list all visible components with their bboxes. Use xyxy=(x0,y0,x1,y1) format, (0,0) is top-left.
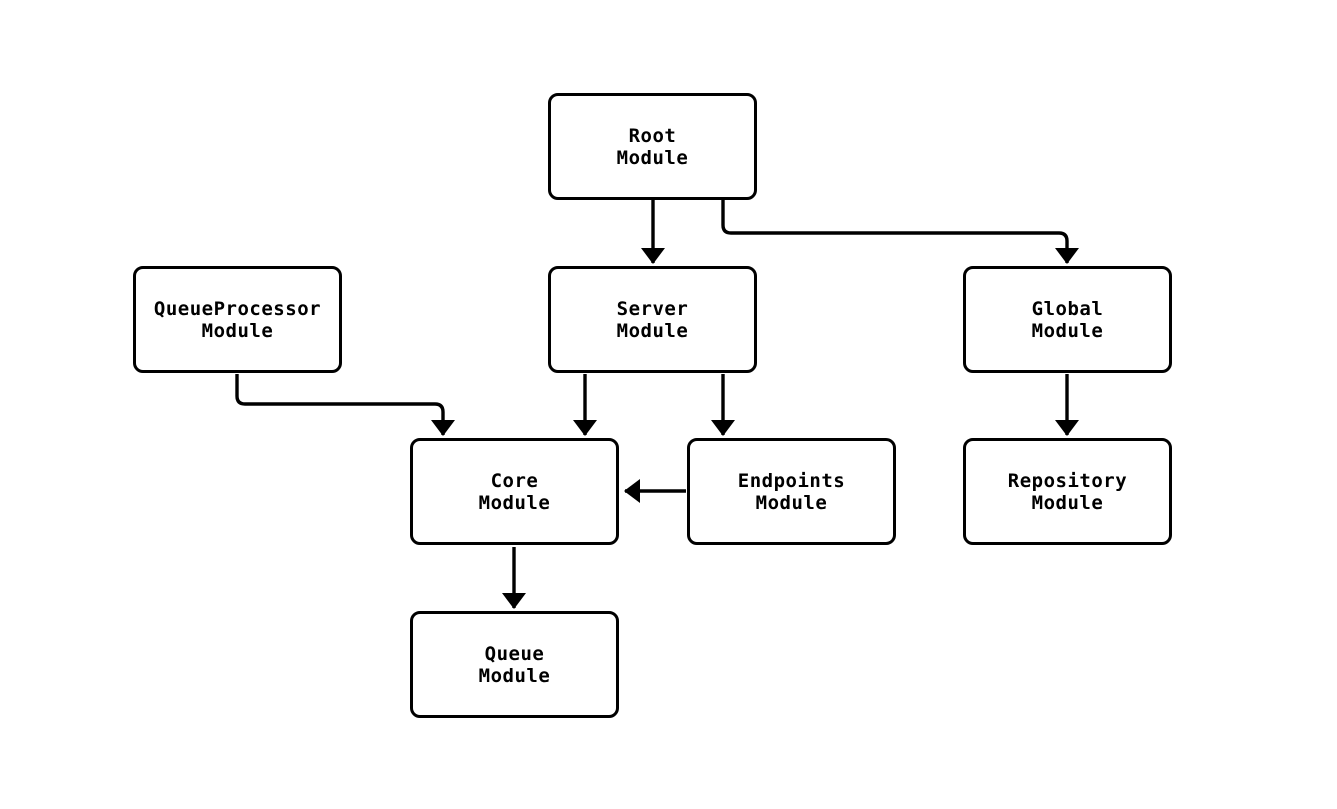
node-endpoints-module: Endpoints Module xyxy=(687,438,896,545)
edge-root-to-global xyxy=(721,200,1079,264)
node-label-line1: Server xyxy=(616,297,689,320)
node-label-line1: Endpoints xyxy=(737,469,846,492)
node-label-line2: Module xyxy=(1031,491,1104,514)
node-label-line1: Core xyxy=(490,469,539,492)
node-label-line1: Queue xyxy=(484,642,545,665)
node-repository-module: Repository Module xyxy=(963,438,1172,545)
node-label-line2: Module xyxy=(755,491,828,514)
node-label-line1: QueueProcessor xyxy=(153,297,322,320)
node-label-line2: Module xyxy=(1031,319,1104,342)
node-queue-module: Queue Module xyxy=(410,611,619,718)
node-label-line2: Module xyxy=(201,319,274,342)
node-label-line1: Global xyxy=(1031,297,1104,320)
node-root-module: Root Module xyxy=(548,93,757,200)
node-core-module: Core Module xyxy=(410,438,619,545)
node-label-line2: Module xyxy=(478,664,551,687)
node-label-line1: Root xyxy=(628,124,677,147)
node-label-line2: Module xyxy=(478,491,551,514)
node-server-module: Server Module xyxy=(548,266,757,373)
node-label-line2: Module xyxy=(616,146,689,169)
node-global-module: Global Module xyxy=(963,266,1172,373)
node-label-line2: Module xyxy=(616,319,689,342)
node-queueprocessor-module: QueueProcessor Module xyxy=(133,266,342,373)
node-label-line1: Repository xyxy=(1007,469,1128,492)
edge-queueprocessor-to-core xyxy=(235,374,455,436)
